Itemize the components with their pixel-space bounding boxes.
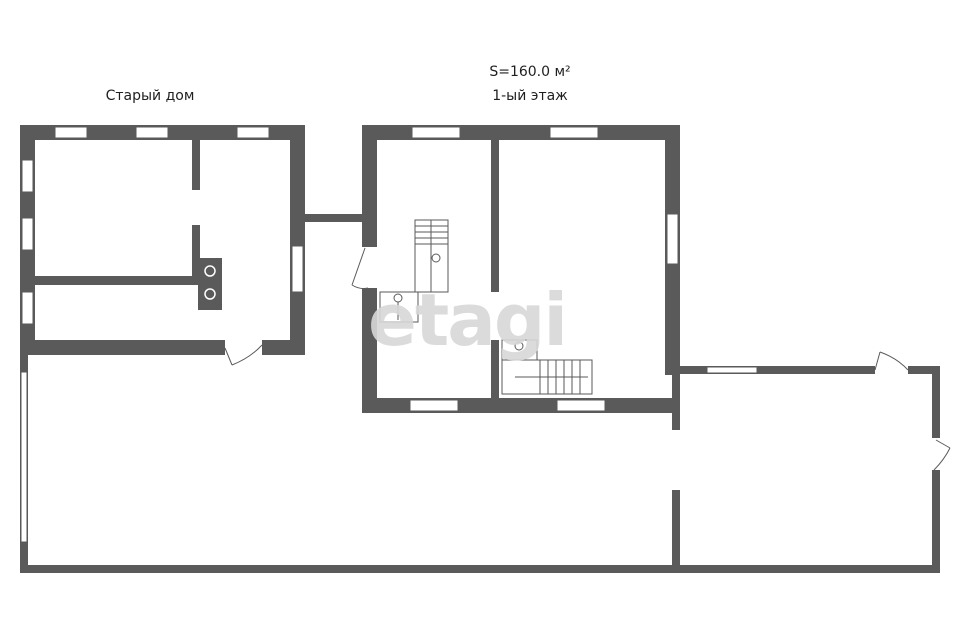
window-old-top-1 [54,126,88,139]
door-annex-top [874,351,909,371]
annex-bottom-wall [20,565,940,573]
old-house-interior-wall-vertical-upper [192,140,200,190]
annex-divider-wall [672,490,680,573]
label-area: S=160.0 м² [489,64,571,80]
main-house-left-wall-upper [362,125,377,247]
annex-top-wall-end [908,366,940,374]
window-main-bottom-1 [409,399,459,412]
old-house-bottom-wall-right [262,340,305,355]
burner-1 [204,265,216,277]
watermark: etagi [368,278,568,362]
burner-2 [204,288,216,300]
window-old-left-3 [21,291,34,325]
main-house-top-wall [362,125,680,140]
door-annex-right [933,439,951,471]
window-main-top-1 [411,126,461,139]
old-house-interior-wall-horizontal [35,276,200,285]
old-house-interior-wall-vertical-lower [192,225,200,285]
old-house-right-wall [290,125,305,355]
stairs [379,219,593,395]
window-annex-top [706,366,758,374]
window-old-right [291,245,304,293]
windows [20,126,758,543]
window-old-top-2 [135,126,169,139]
label-floor: 1-ый этаж [492,88,568,104]
window-old-left-2 [21,217,34,251]
annex-right-wall-upper [932,366,940,438]
main-house-left-wall-lower [362,288,377,413]
door-old-house [224,344,263,366]
main-house-right-wall-extension [672,375,680,430]
doors [224,247,951,471]
old-house-bottom-wall-left [20,340,225,355]
window-main-right [666,213,679,265]
door-main-entry [351,247,369,290]
connector-wall-top [305,214,365,222]
stove-burners [204,265,216,300]
window-annex-left [20,371,28,543]
label-old-house: Старый дом [105,88,195,104]
main-house-interior-wall-lower [491,340,499,398]
annex-right-wall-lower [932,470,940,573]
window-old-left-1 [21,159,34,193]
annex-top-wall-right [680,366,875,374]
window-old-top-3 [236,126,270,139]
window-main-bottom-2 [556,399,606,412]
main-house-interior-wall [491,140,499,292]
window-main-top-2 [549,126,599,139]
